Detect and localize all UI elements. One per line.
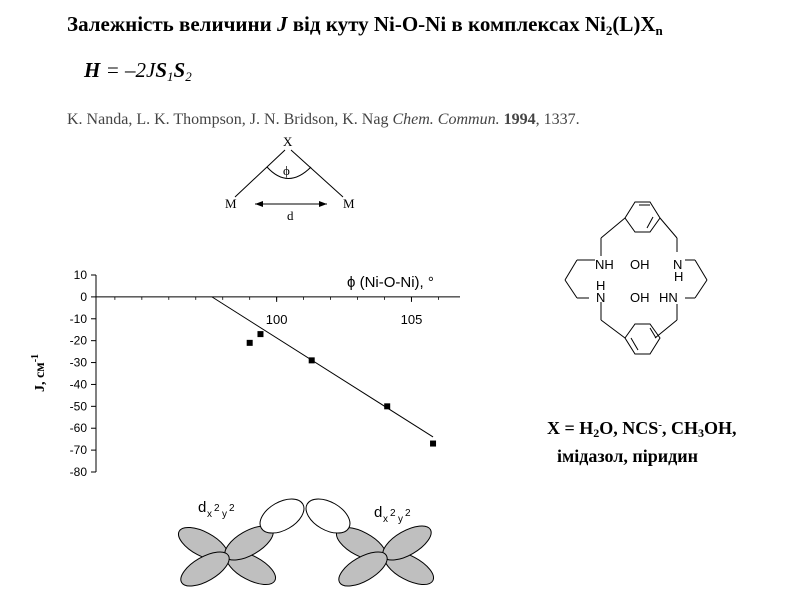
data-point (430, 440, 437, 447)
chart-y-label: J, см-1 (30, 354, 48, 392)
y-tick-label: -40 (70, 377, 88, 391)
x-tick-label: 100 (266, 312, 288, 327)
bridging-p-orbital (259, 498, 351, 534)
data-point (246, 339, 253, 346)
n-top-right-label: N (673, 257, 682, 272)
right-orbital-d: d (374, 504, 382, 521)
right-orbital-x: x (383, 514, 388, 525)
n-bot-left-label: N (596, 290, 605, 305)
orbital-overlap-diagram: d x 2 y 2 d x 2 y 2 (178, 498, 434, 587)
x-ligand-line-1: X = H2O, NCS-, CH3OH, (547, 418, 737, 440)
nh-top-left-label: NH (595, 257, 614, 272)
bottom-benzene-ring (624, 323, 661, 355)
h-bot-left-label: H (596, 278, 605, 293)
angle-d-label: d (287, 208, 294, 223)
x-ligand-list: X = H2O, NCS-, CH3OH, імідазол, піридин (547, 414, 736, 468)
right-orbital-sup2: 2 (405, 508, 411, 519)
left-orbital-sup2: 2 (229, 503, 235, 514)
angle-x-label: X (283, 134, 293, 149)
top-benzene-ring (624, 201, 661, 233)
literature-reference: K. Nanda, L. K. Thompson, J. N. Bridson,… (67, 111, 580, 128)
macrocycle-structure: NH OH N H H N OH HN (564, 201, 708, 355)
data-point (257, 331, 264, 338)
right-d-orbital (336, 525, 434, 587)
y-tick-label: -10 (70, 312, 88, 326)
data-point (308, 357, 315, 364)
y-tick-label: 10 (74, 268, 88, 282)
slide-title: Залежність величини J від куту Ni-O-Ni в… (67, 12, 663, 38)
fit-line (211, 296, 434, 438)
angle-m-right: M (343, 196, 355, 211)
left-d-orbital (178, 525, 276, 587)
left-orbital-sup1: 2 (214, 503, 220, 514)
h-top-right-label: H (674, 269, 683, 284)
angle-m-left: M (225, 196, 237, 211)
angle-diagram: X ϕ M M d (225, 134, 355, 223)
left-orbital-y: y (222, 509, 227, 520)
y-tick-label: -50 (70, 399, 88, 413)
chart-axes (95, 275, 460, 472)
right-orbital-y: y (398, 514, 403, 525)
data-point (384, 403, 391, 410)
y-tick-label: -20 (70, 334, 88, 348)
hamiltonian-equation: H = –2JS1S2 (84, 58, 192, 84)
oh-bottom-label: OH (630, 290, 650, 305)
angle-phi-label: ϕ (283, 163, 290, 178)
y-tick-label: -30 (70, 356, 88, 370)
y-tick-label: -60 (70, 421, 88, 435)
y-tick-label: 0 (80, 290, 87, 304)
chart-x-label: ϕ (Ni-O-Ni), ° (347, 274, 434, 291)
chart-points (246, 331, 437, 447)
right-orbital-sup1: 2 (390, 508, 396, 519)
angle-arc (266, 166, 312, 179)
angle-left-bond (234, 149, 286, 198)
hn-bot-right-label: HN (659, 290, 678, 305)
chart-fit-line (211, 296, 434, 438)
left-orbital-x: x (207, 509, 212, 520)
x-ligand-line-2: імідазол, піридин (557, 446, 698, 466)
oh-top-label: OH (630, 257, 650, 272)
y-tick-label: -80 (70, 465, 88, 479)
angle-right-bond (290, 149, 344, 198)
x-tick-label: 105 (401, 312, 423, 327)
y-tick-label: -70 (70, 443, 88, 457)
left-orbital-d: d (198, 499, 206, 516)
distance-arrowheads (255, 201, 327, 207)
